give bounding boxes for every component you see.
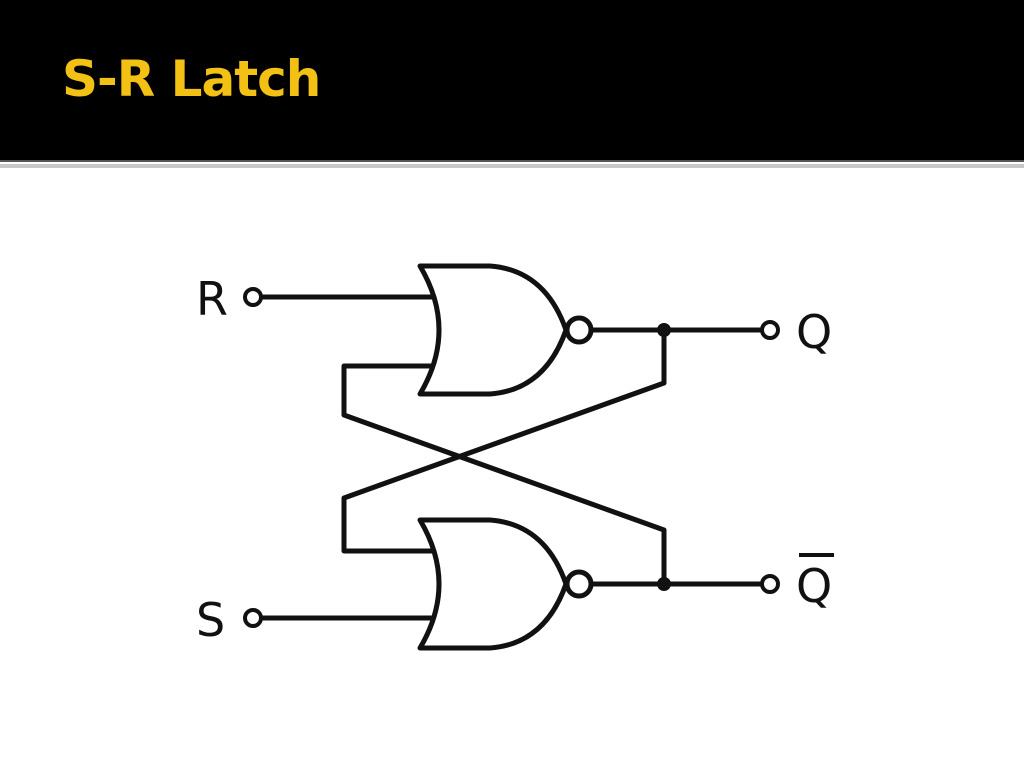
- nor-bubble-bottom: [564, 569, 594, 599]
- wire-feedback-q: [341, 327, 667, 554]
- label-q-bar: Q: [796, 559, 832, 613]
- terminal-r: [243, 287, 263, 307]
- wire-feedback-qbar: [341, 363, 667, 587]
- junction-q: [657, 323, 671, 337]
- title-divider-shadow: [0, 164, 1024, 168]
- nor-bubble-top: [564, 315, 594, 345]
- terminal-qbar: [760, 574, 780, 594]
- title-divider: [0, 160, 1024, 162]
- label-r: R: [196, 272, 228, 326]
- title-bar: S-R Latch: [0, 0, 1024, 160]
- nor-gate-bottom: [417, 517, 569, 651]
- slide-title: S-R Latch: [62, 50, 321, 108]
- terminal-q: [760, 320, 780, 340]
- junction-qbar: [657, 577, 671, 591]
- terminal-s: [243, 608, 263, 628]
- nor-gate-top: [417, 263, 569, 397]
- label-q: Q: [796, 305, 832, 359]
- label-s: S: [196, 593, 225, 647]
